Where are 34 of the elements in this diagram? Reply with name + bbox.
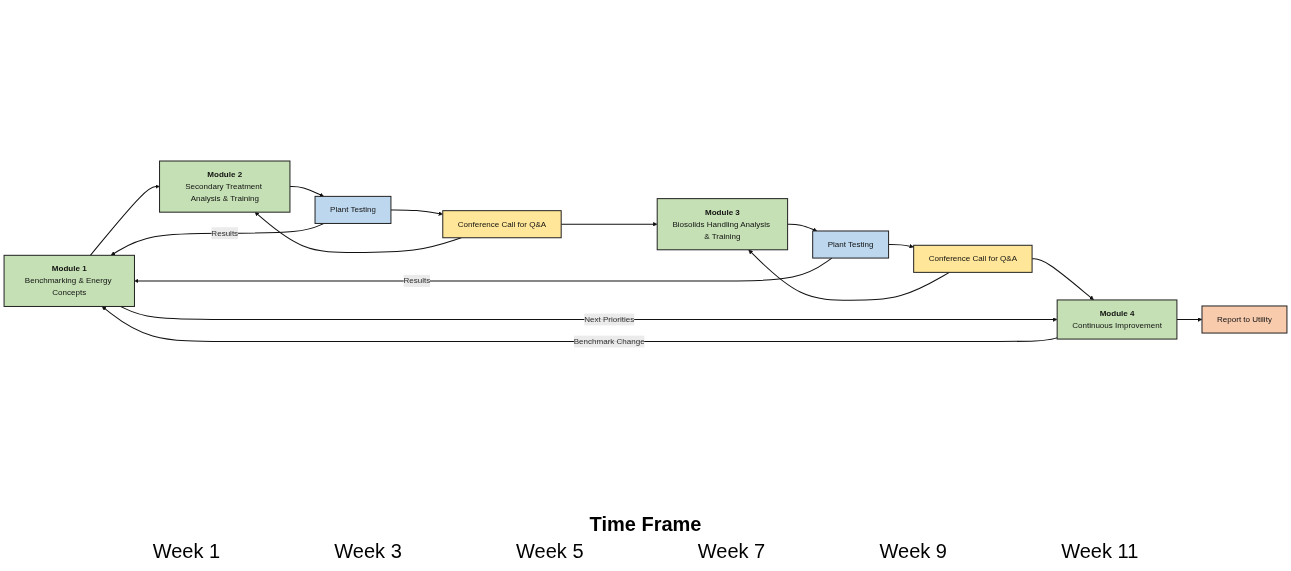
week-label: Week 11 — [1061, 540, 1139, 563]
arrow — [110, 223, 325, 256]
node-box: Conference Call for Q&A — [442, 210, 562, 239]
edge-label: Results — [403, 276, 431, 286]
arrow — [888, 244, 914, 249]
arrow — [748, 249, 950, 301]
node-box: Plant Testing — [314, 196, 392, 225]
week-label: Week 5 — [516, 540, 584, 563]
timeline-heading: Time Frame — [589, 513, 702, 536]
week-label: Week 3 — [334, 540, 402, 563]
node-box: Module 3 Biosolids Handling Analysis & Training — [656, 198, 789, 251]
edge-label: Next Priorities — [584, 315, 635, 324]
arrow — [390, 209, 443, 216]
edge-label: Results — [211, 228, 239, 238]
node-box: Report to Utility — [1201, 305, 1288, 334]
node-box: Module 1 Benchmarking & Energy Concepts — [3, 255, 135, 308]
arrow — [787, 223, 818, 232]
arrow — [101, 306, 1058, 343]
week-label: Week 9 — [879, 540, 947, 563]
arrow — [254, 212, 462, 254]
arrow — [289, 186, 324, 197]
node-box: Conference Call for Q&A — [913, 244, 1033, 274]
arrow — [560, 222, 658, 227]
arrow — [89, 184, 160, 256]
week-label: Week 1 — [152, 540, 221, 563]
arrow — [1031, 258, 1094, 301]
week-label: Week 7 — [697, 540, 766, 563]
arrow — [120, 306, 1058, 322]
arrow — [1176, 317, 1203, 322]
node-box: Module 4 Continuous Improvement — [1056, 299, 1178, 340]
node-box: Plant Testing — [812, 230, 890, 259]
node-box: Module 2 Secondary Treatment Analysis & Training — [159, 160, 291, 213]
arrow — [134, 257, 833, 284]
edge-label: Benchmark Change — [573, 337, 645, 346]
